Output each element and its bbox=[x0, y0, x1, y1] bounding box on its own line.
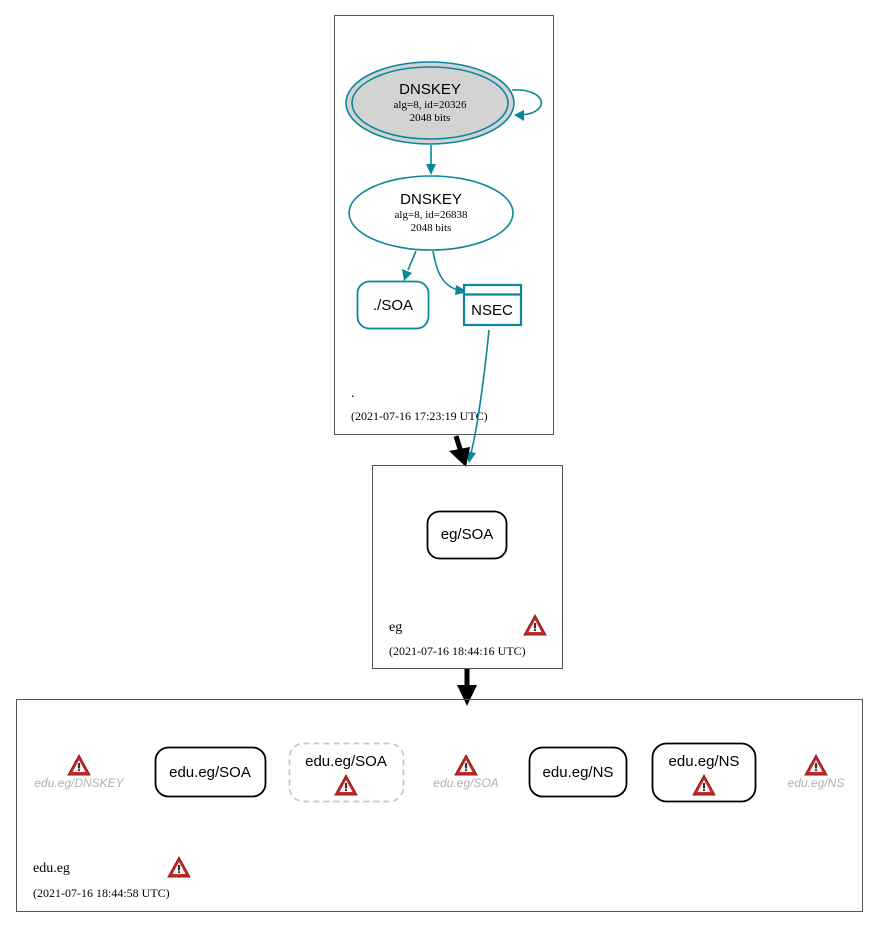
missing-soa-label: edu.eg/SOA bbox=[433, 776, 498, 790]
zone-eg-box bbox=[372, 465, 563, 669]
missing-dnskey-node[interactable]: edu.eg/DNSKEY bbox=[34, 754, 125, 790]
zsk-line2: 2048 bits bbox=[411, 222, 452, 234]
ksk-title: DNSKEY bbox=[399, 81, 461, 98]
zone-root-timestamp: (2021-07-16 17:23:19 UTC) bbox=[351, 409, 488, 423]
edu-eg-soa-node[interactable]: edu.eg/SOA bbox=[154, 746, 267, 798]
nsec-node[interactable]: NSEC bbox=[462, 283, 523, 327]
zone-edu-eg-box bbox=[16, 699, 863, 912]
warning-triangle-icon bbox=[454, 754, 478, 776]
warning-triangle-icon[interactable] bbox=[167, 856, 191, 878]
ksk-line2: 2048 bits bbox=[410, 112, 451, 124]
eg-soa-node[interactable]: eg/SOA bbox=[426, 510, 508, 560]
zone-root: DNSKEY alg=8, id=20326 2048 bits DNSKEY … bbox=[334, 15, 554, 435]
zsk-to-nsec-edge bbox=[432, 250, 459, 291]
zsk-line1: alg=8, id=26838 bbox=[395, 209, 468, 221]
edu-eg-soa-label: edu.eg/SOA bbox=[169, 764, 251, 781]
ksk-self-loop-edge bbox=[511, 89, 543, 116]
zsk-to-soa-edge bbox=[407, 250, 417, 271]
missing-dnskey-label: edu.eg/DNSKEY bbox=[34, 776, 124, 790]
root-soa-label: ./SOA bbox=[373, 297, 413, 314]
nsec-label: NSEC bbox=[471, 302, 513, 319]
edu-eg-ns-label: edu.eg/NS bbox=[543, 764, 614, 781]
ksk-to-zsk-arrow bbox=[426, 164, 436, 175]
missing-ns-node[interactable]: edu.eg/NS bbox=[788, 754, 845, 790]
ksk-line1: alg=8, id=20326 bbox=[394, 99, 467, 111]
zone-edu-eg-timestamp: (2021-07-16 18:44:58 UTC) bbox=[33, 886, 170, 900]
root-soa-node[interactable]: ./SOA bbox=[356, 280, 430, 330]
zone-root-box bbox=[334, 15, 554, 435]
edu-eg-soa-dashed-node[interactable]: edu.eg/SOA bbox=[288, 742, 405, 803]
warning-triangle-icon bbox=[67, 754, 91, 776]
zone-root-name: . bbox=[351, 386, 355, 401]
warning-triangle-icon[interactable] bbox=[523, 614, 547, 636]
zone-eg-timestamp: (2021-07-16 18:44:16 UTC) bbox=[389, 644, 526, 658]
zsk-title: DNSKEY bbox=[400, 191, 462, 208]
eg-soa-label: eg/SOA bbox=[441, 526, 494, 543]
edu-eg-soa-dashed-label: edu.eg/SOA bbox=[305, 753, 387, 770]
zone-edu-eg-name: edu.eg bbox=[33, 861, 70, 876]
missing-soa-node[interactable]: edu.eg/SOA bbox=[433, 754, 499, 790]
warning-triangle-icon bbox=[804, 754, 828, 776]
nsec-to-eg-edge bbox=[470, 329, 490, 454]
dnskey-zsk-node[interactable]: DNSKEY alg=8, id=26838 2048 bits bbox=[348, 175, 514, 251]
ksk-self-loop-arrow bbox=[514, 110, 524, 121]
eg-to-edu-eg-delegation-arrow bbox=[457, 685, 477, 706]
edu-eg-ns-warning-node[interactable]: edu.eg/NS bbox=[651, 742, 757, 803]
edu-eg-ns-node[interactable]: edu.eg/NS bbox=[528, 746, 628, 798]
zone-eg-name: eg bbox=[389, 620, 402, 635]
zone-eg: eg/SOA eg (2021-07-16 18:44:16 UTC) bbox=[372, 465, 563, 669]
zone-edu-eg: edu.eg/DNSKEY edu.eg/SOA edu.eg/SOA edu.… bbox=[16, 699, 863, 912]
root-to-eg-delegation-arrow bbox=[449, 447, 470, 467]
missing-ns-label: edu.eg/NS bbox=[788, 776, 845, 790]
zsk-to-soa-arrow bbox=[402, 269, 412, 281]
dnskey-ksk-node[interactable]: DNSKEY alg=8, id=20326 2048 bits bbox=[345, 61, 515, 145]
edu-eg-ns-warning-label: edu.eg/NS bbox=[669, 753, 740, 770]
